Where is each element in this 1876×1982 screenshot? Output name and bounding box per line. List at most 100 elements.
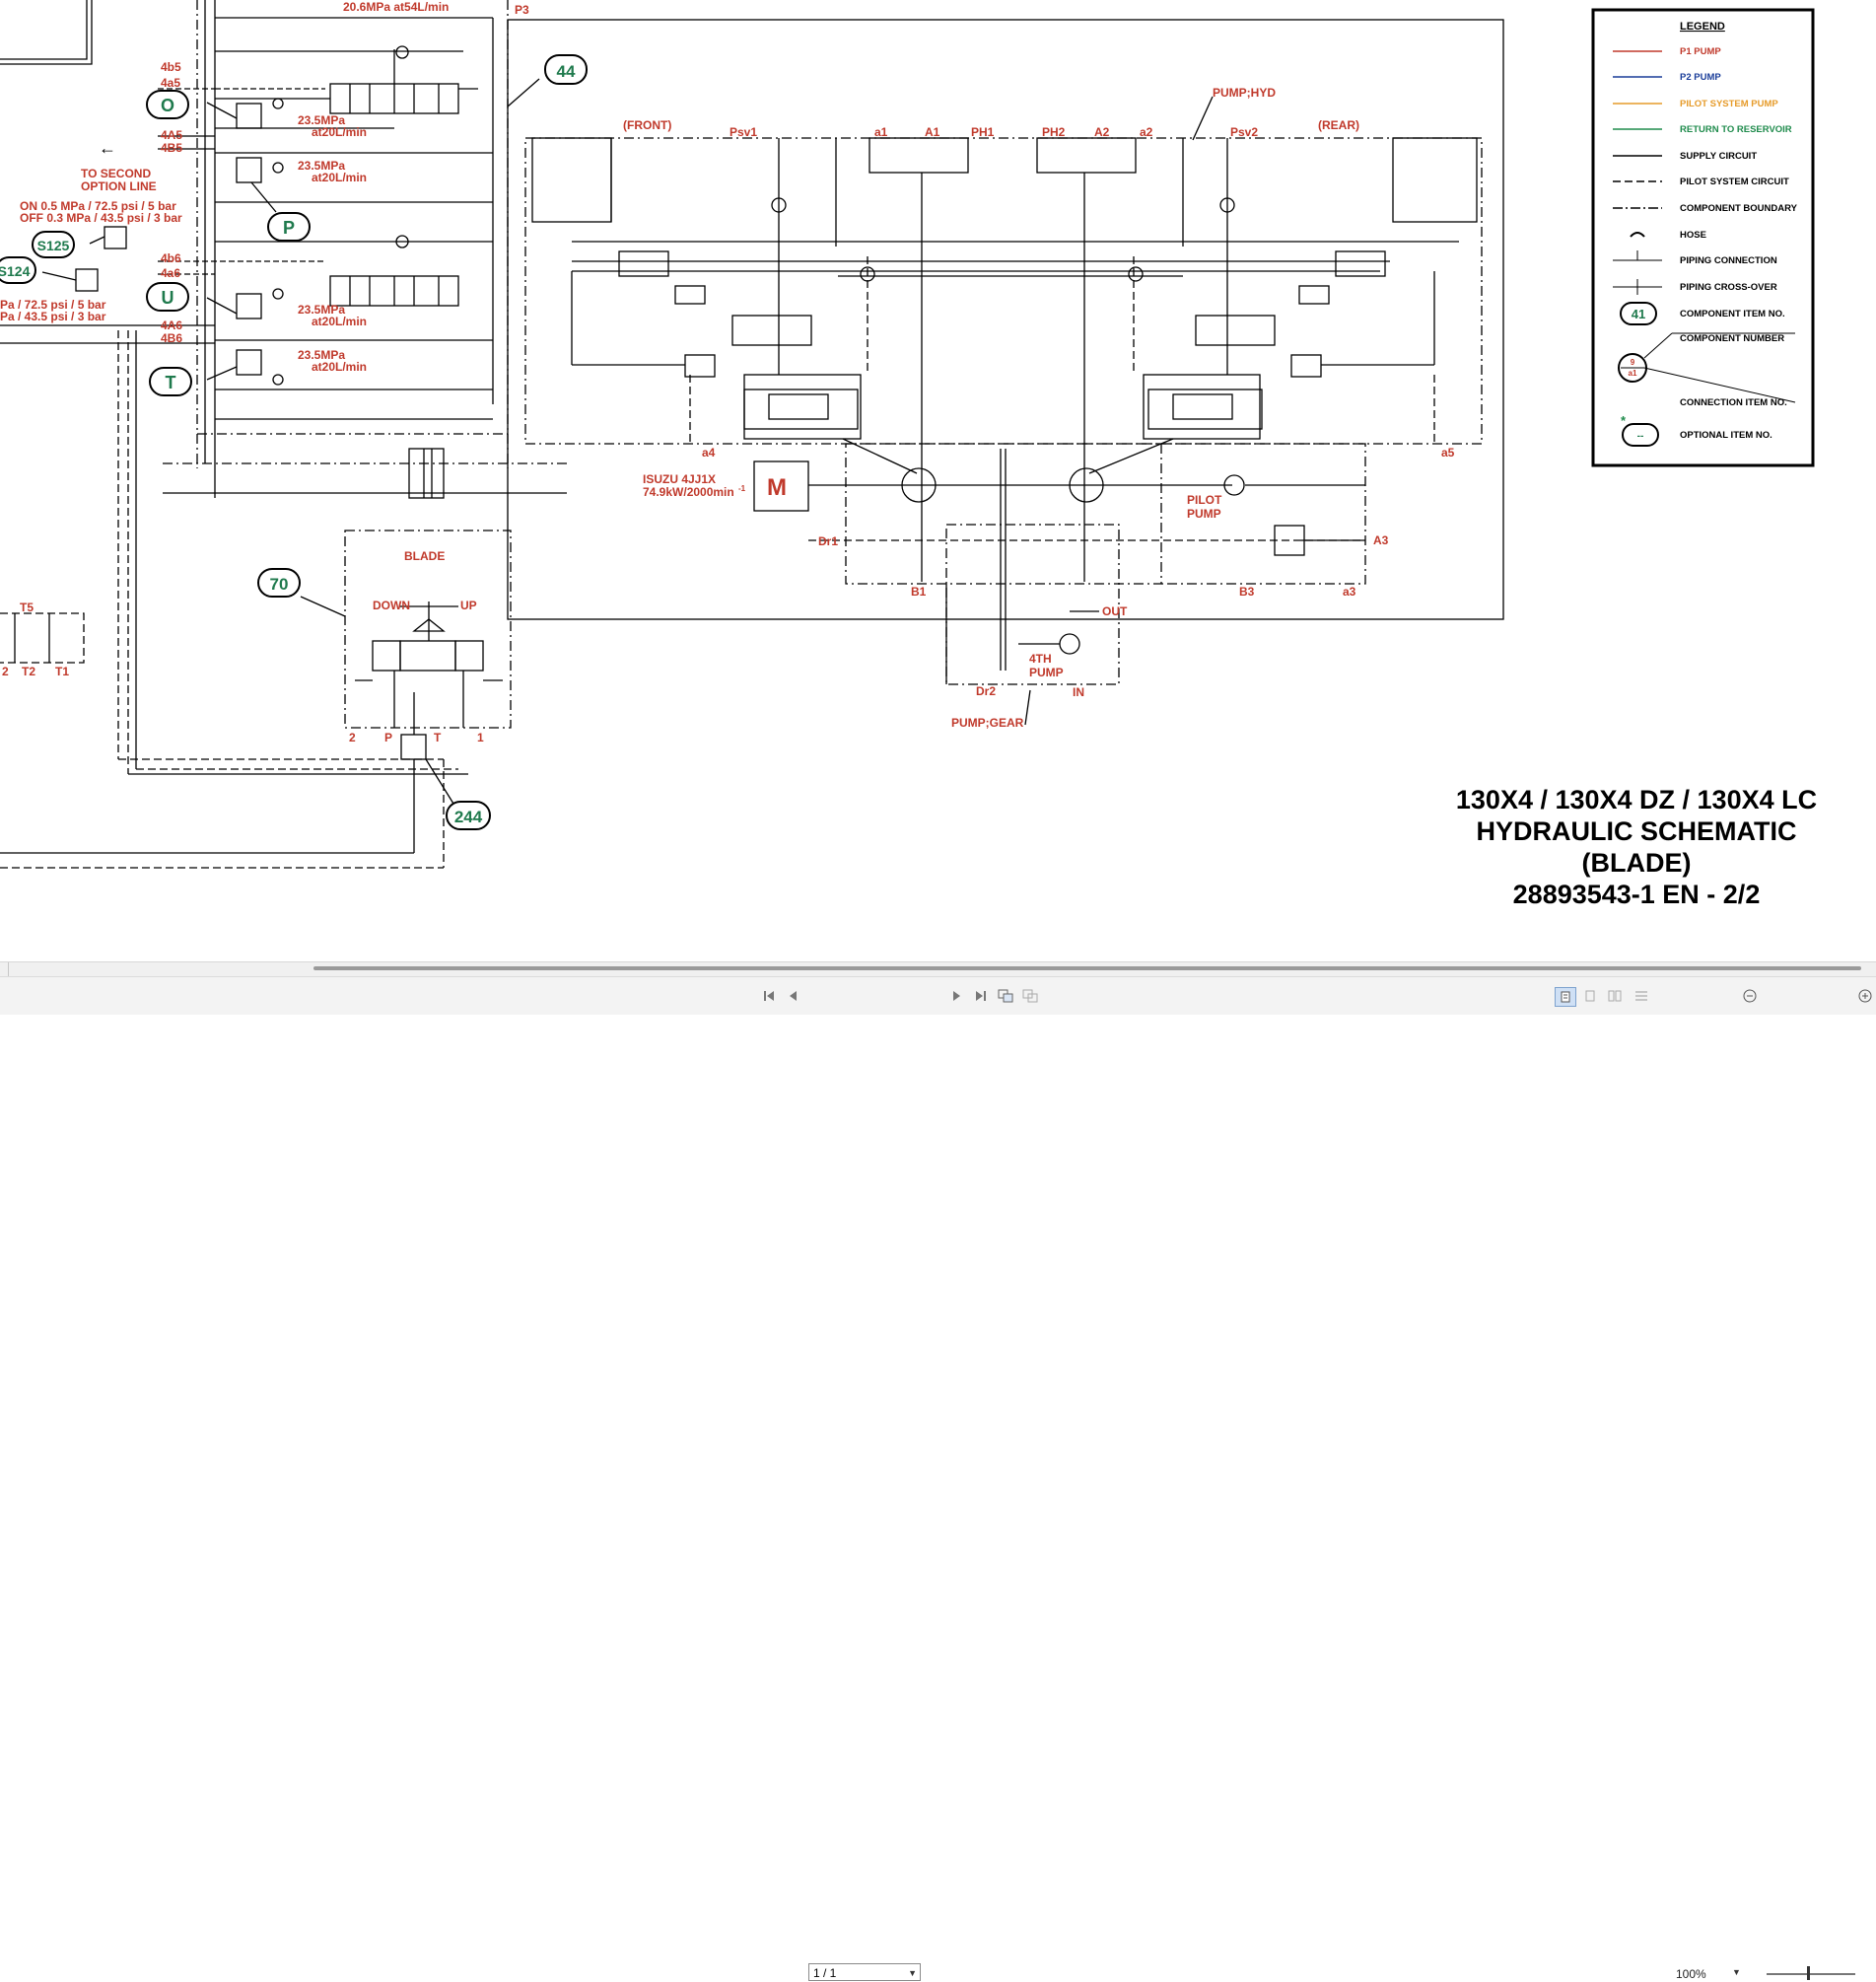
next-page-icon[interactable] <box>948 986 966 1006</box>
svg-text:O: O <box>161 96 174 115</box>
legend-optional-star: * <box>1621 413 1627 428</box>
two-page-view-icon[interactable] <box>1605 986 1625 1006</box>
port-p3-label: P3 <box>515 3 529 17</box>
hydraulic-schematic: 20.6MPa at54L/min P3 4b5 4a5 4A5 4B5 4b6… <box>0 0 1815 869</box>
blade-port-1: 1 <box>477 731 484 744</box>
circuit-line: (BLADE) <box>1581 848 1692 878</box>
port-4b6-label: 4b6 <box>161 251 181 265</box>
port-T1-label: T1 <box>55 665 69 678</box>
component-bubble-44: 44 <box>544 54 588 85</box>
legend-item-label: HOSE <box>1680 230 1706 241</box>
port-B3-label: B3 <box>1239 585 1255 599</box>
engine-power-sup: -1 <box>738 484 746 493</box>
port-4a6-label: 4a6 <box>161 266 180 280</box>
psv2-label: Psv2 <box>1230 125 1258 139</box>
scroll-left-button[interactable] <box>0 962 9 976</box>
blade-port-2: 2 <box>349 731 356 744</box>
port-A3-label: A3 <box>1373 533 1389 547</box>
legend-item-label: SUPPLY CIRCUIT <box>1680 151 1757 162</box>
to-second-label-2: OPTION LINE <box>81 179 157 193</box>
svg-text:S124: S124 <box>0 263 31 279</box>
port-PH1-label: PH1 <box>971 125 995 139</box>
svg-text:70: 70 <box>270 575 289 594</box>
engine-name-label: ISUZU 4JJ1X <box>643 472 716 486</box>
zoom-level[interactable]: 100% <box>1676 1967 1706 1981</box>
legend-circle-top: 9 <box>1631 358 1635 367</box>
legend-bubble-sample: 41 <box>1632 307 1645 321</box>
zoom-slider-thumb[interactable] <box>1807 1966 1810 1980</box>
legend-symbol <box>1630 232 1645 238</box>
port-B1-label: B1 <box>911 585 927 599</box>
blade-title: BLADE <box>404 549 445 563</box>
zoom-slider-track[interactable] <box>1767 1973 1855 1975</box>
blade-port-T: T <box>434 731 442 744</box>
switch-on-label: ON 0.5 MPa / 72.5 psi / 5 bar <box>20 199 176 213</box>
legend-item-label: P2 PUMP <box>1680 72 1721 83</box>
port-A1-label: A1 <box>925 125 940 139</box>
horizontal-scrollbar[interactable] <box>0 961 1876 976</box>
last-page-icon[interactable] <box>971 986 991 1006</box>
component-bubble-O: O <box>146 90 189 119</box>
legend-item-label: RETURN TO RESERVOIR <box>1680 124 1792 135</box>
continuous-view-icon[interactable] <box>1580 986 1600 1006</box>
port-4b5-label: 4b5 <box>161 60 181 74</box>
port-Dr1-label: Dr1 <box>818 534 838 548</box>
legend-symbol: 9a1 <box>1618 332 1796 403</box>
legend-item-label: P1 PUMP <box>1680 46 1721 57</box>
legend-symbol <box>1613 279 1662 295</box>
svg-text:U: U <box>162 288 174 308</box>
port-cut-label: 2 <box>2 665 9 678</box>
port-in-label: IN <box>1073 685 1084 699</box>
port-4A5-label: 4A5 <box>161 128 182 142</box>
legend-title: LEGEND <box>1680 21 1725 33</box>
legend-item-label: OPTIONAL ITEM NO. <box>1680 430 1772 441</box>
svg-text:S125: S125 <box>37 238 70 253</box>
page-number-field[interactable]: 1 / 1 ▼ <box>808 1963 921 1981</box>
first-page-icon[interactable] <box>759 986 779 1006</box>
rear-label: (REAR) <box>1318 118 1359 132</box>
relief-1-pressure: 23.5MPa <box>298 113 345 127</box>
scrollbar-thumb[interactable] <box>313 966 1861 970</box>
port-out-label: OUT <box>1102 604 1128 618</box>
component-bubble-U: U <box>146 282 189 312</box>
two-page-continuous-icon[interactable] <box>1632 986 1651 1006</box>
legend-item-label: COMPONENT ITEM NO. <box>1680 309 1785 319</box>
port-a3-label: a3 <box>1343 585 1356 599</box>
port-a1-label: a1 <box>874 125 888 139</box>
component-bubble-70: 70 <box>257 568 301 598</box>
paste-page-icon[interactable] <box>1020 986 1040 1006</box>
pump-gear-label: PUMP;GEAR <box>951 716 1024 730</box>
zoom-out-icon[interactable] <box>1741 986 1759 1006</box>
single-page-view-icon[interactable] <box>1555 987 1576 1007</box>
previous-page-icon[interactable] <box>784 986 801 1006</box>
switch2-off-label: Pa / 43.5 psi / 3 bar <box>0 310 106 323</box>
psv1-label: Psv1 <box>730 125 757 139</box>
relief-2-pressure: 23.5MPa <box>298 159 345 173</box>
fourth-pump-label-1: 4TH <box>1029 652 1052 666</box>
model-line: 130X4 / 130X4 DZ / 130X4 LC <box>1455 785 1818 814</box>
svg-text:244: 244 <box>454 808 483 826</box>
legend-item-label: PILOT SYSTEM CIRCUIT <box>1680 177 1789 187</box>
component-bubble-S125: S125 <box>32 231 75 258</box>
pilot-pump-label-1: PILOT <box>1187 493 1222 507</box>
pump-hyd-label: PUMP;HYD <box>1213 86 1276 100</box>
blade-down-label: DOWN <box>373 599 410 612</box>
port-Dr2-label: Dr2 <box>976 684 996 698</box>
document-viewport[interactable]: 20.6MPa at54L/min P3 4b5 4a5 4A5 4B5 4b6… <box>0 0 1876 961</box>
legend-item-label: COMPONENT NUMBER <box>1680 333 1784 344</box>
svg-text:44: 44 <box>557 62 576 81</box>
relief-4-flow: at20L/min <box>312 360 367 374</box>
zoom-in-icon[interactable] <box>1856 986 1874 1006</box>
component-bubble-P: P <box>267 212 311 242</box>
zoom-dropdown-icon[interactable]: ▼ <box>1732 1967 1741 1977</box>
component-bubble-S124: S124 <box>0 256 36 284</box>
port-T5-label: T5 <box>20 601 34 614</box>
drawing-number-line: 28893543-1 EN - 2/2 <box>1512 880 1761 909</box>
copy-page-icon[interactable] <box>996 986 1015 1006</box>
legend-item-label: PIPING CROSS-OVER <box>1680 282 1777 293</box>
chevron-down-icon[interactable]: ▼ <box>908 1968 917 1978</box>
fourth-pump-label-2: PUMP <box>1029 666 1064 679</box>
component-bubble-244: 244 <box>446 801 491 830</box>
legend-circle-bottom: a1 <box>1629 369 1637 378</box>
legend-symbol <box>1613 250 1662 261</box>
